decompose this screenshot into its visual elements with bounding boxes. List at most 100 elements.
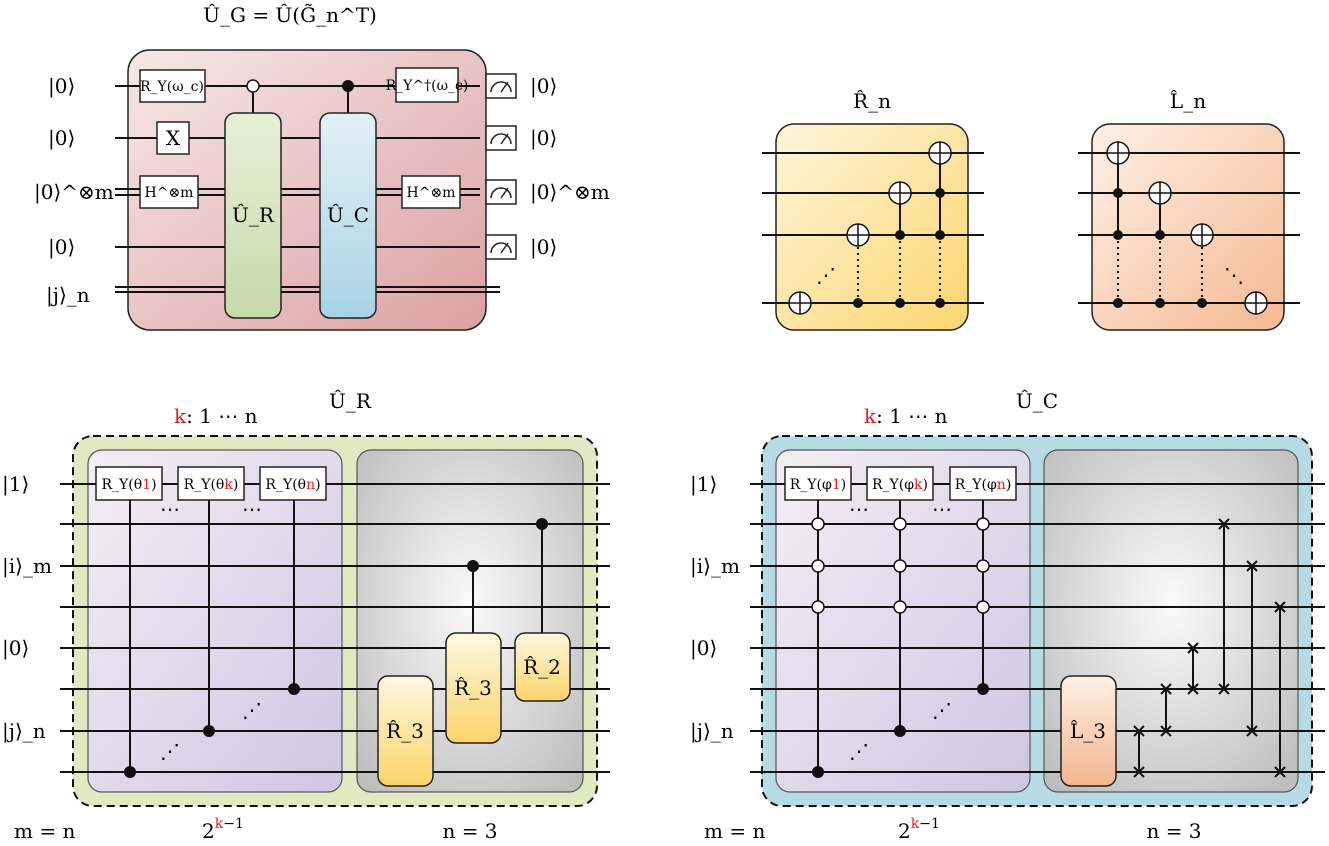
ug-circuit: Û_G = Û(G̃_n^T) |0⟩ |0⟩ |0⟩^⊗m |0⟩ |j⟩_n… <box>34 2 610 331</box>
cnot-target-icon <box>928 141 952 165</box>
ur-title: Û_R <box>329 388 372 413</box>
uc-open-controls <box>811 517 990 614</box>
ur-loop-block <box>87 449 343 793</box>
uc-l3-gate: L̂_3 <box>1060 675 1117 787</box>
ug-h-gate-2 <box>401 175 461 209</box>
ug-input-5: |j⟩_n <box>46 283 90 308</box>
uc-input-3: |0⟩ <box>690 636 717 661</box>
uc-input-1: |1⟩ <box>690 472 717 497</box>
ug-ry-gate <box>139 69 206 103</box>
ur-r3-gate-2: R̂_3 <box>445 632 502 744</box>
ug-h-label-2: H^⊗m <box>407 185 456 201</box>
svg-text:R̂_3: R̂_3 <box>386 719 424 743</box>
ur-diag-dots-1: ⋰ <box>242 698 262 722</box>
uc-ry-gate-k: R_Y(φk) <box>866 466 934 501</box>
uc-diag-dots-1: ⋰ <box>932 698 952 722</box>
uc-footer-right: n = 3 <box>1146 819 1201 843</box>
ug-output-1: |0⟩ <box>530 74 557 99</box>
ur-footer-mid: 2k−1 <box>202 816 244 843</box>
rn-frame <box>775 123 969 331</box>
rn-title: R̂_n <box>853 89 891 113</box>
rn-dots: ⋰ <box>816 263 836 287</box>
svg-text:R_Y(φk): R_Y(φk) <box>872 477 928 493</box>
svg-text:R_Y(φn): R_Y(φn) <box>955 477 1012 493</box>
ug-uc-gate <box>319 112 377 319</box>
ug-output-3: |0⟩^⊗m <box>530 180 610 205</box>
meter-icon <box>485 234 517 260</box>
ur-input-3: |0⟩ <box>2 636 29 661</box>
ur-ellipsis-2: ⋯ <box>242 497 262 521</box>
uc-title: Û_C <box>1016 388 1058 413</box>
ur-ry-gate-k: R_Y(θk) <box>177 466 245 501</box>
cnot-target-icon <box>1190 223 1214 247</box>
uc-ry-gate-n: R_Y(φn) <box>949 466 1017 501</box>
ug-title: Û_G = Û(G̃_n^T) <box>203 2 377 27</box>
ug-x-label: X <box>166 126 181 150</box>
meter-icon <box>485 179 517 205</box>
ur-ry-gate-n: R_Y(θn) <box>259 466 327 501</box>
ug-ry-dagger-label: R_Y^†(ω_c) <box>386 78 469 94</box>
uc-ry-gate-1: R_Y(φ1) <box>784 466 852 501</box>
uc-input-2: |i⟩_m <box>690 554 740 579</box>
ug-input-3: |0⟩^⊗m <box>34 180 114 205</box>
cnot-target-icon <box>788 291 812 315</box>
ur-loop: k: 1 ⋯ n <box>174 404 258 428</box>
ln-dots: ⋱ <box>1224 263 1244 287</box>
ur-footer-right: n = 3 <box>442 819 497 843</box>
ug-x-gate <box>156 121 190 155</box>
ug-open-control <box>246 79 260 93</box>
svg-text:R_Y(θn): R_Y(θn) <box>265 477 320 493</box>
ug-filled-control <box>342 80 354 92</box>
ur-ry-gate-1: R_Y(θ1) <box>95 466 163 501</box>
ug-output-4: |0⟩ <box>530 235 557 260</box>
uc-ellipsis-1: ⋯ <box>849 497 869 521</box>
uc-circuit: Û_C k: 1 ⋯ n |1⟩ |i⟩_m |0⟩ |j⟩_n R <box>690 388 1325 843</box>
rn-circuit: R̂_n ⋰ <box>762 89 984 331</box>
uc-footer-mid: 2k−1 <box>898 816 940 843</box>
svg-text:R_Y(θk): R_Y(θk) <box>184 477 239 493</box>
svg-text:R_Y(θ1): R_Y(θ1) <box>101 477 156 493</box>
ug-ur-gate <box>224 112 282 319</box>
ug-ry-dagger-gate <box>395 67 459 103</box>
ur-input-1: |1⟩ <box>2 472 29 497</box>
ur-diag-dots-2: ⋰ <box>160 739 180 763</box>
ln-frame <box>1091 123 1285 331</box>
ug-ur-label: Û_R <box>232 202 275 227</box>
cnot-target-icon <box>1148 181 1172 205</box>
ug-meters <box>485 73 517 260</box>
ug-input-1: |0⟩ <box>48 74 75 99</box>
ug-h-gate-1 <box>139 175 199 209</box>
ug-ry-label: R_Y(ω_c) <box>140 79 204 95</box>
meter-icon <box>485 73 517 99</box>
ug-input-2: |0⟩ <box>48 126 75 151</box>
uc-diag-dots-2: ⋰ <box>849 739 869 763</box>
ur-footer-left: m = n <box>14 819 75 843</box>
uc-footer-left: m = n <box>704 819 765 843</box>
ln-title: L̂_n <box>1170 89 1206 113</box>
ur-circuit: Û_R k: 1 ⋯ n |1⟩ |i⟩_m |0⟩ |j⟩_n R_Y(θ1) <box>2 388 610 843</box>
svg-text:R_Y(φ1): R_Y(φ1) <box>790 477 846 493</box>
ug-h-label-1: H^⊗m <box>145 185 194 201</box>
uc-loop: k: 1 ⋯ n <box>864 404 948 428</box>
uc-input-4: |j⟩_n <box>690 719 734 744</box>
cnot-target-icon <box>1106 141 1130 165</box>
ug-uc-label: Û_C <box>327 202 369 227</box>
ur-input-2: |i⟩_m <box>2 554 52 579</box>
svg-text:R̂_2: R̂_2 <box>523 655 561 679</box>
ur-ellipsis-1: ⋯ <box>160 497 180 521</box>
ur-r2-gate: R̂_2 <box>514 632 571 702</box>
ln-circuit: L̂_n ⋱ <box>1078 89 1300 331</box>
ur-r3-gate-1: R̂_3 <box>377 675 434 787</box>
cnot-target-icon <box>1244 291 1268 315</box>
meter-icon <box>485 125 517 151</box>
cnot-target-icon <box>888 181 912 205</box>
uc-ellipsis-2: ⋯ <box>932 497 952 521</box>
cnot-target-icon <box>846 223 870 247</box>
ug-input-4: |0⟩ <box>48 235 75 260</box>
swap-icon <box>1133 518 1286 778</box>
svg-text:L̂_3: L̂_3 <box>1070 719 1106 743</box>
ur-input-4: |j⟩_n <box>2 719 46 744</box>
uc-loop-block <box>775 449 1031 793</box>
ug-output-2: |0⟩ <box>530 126 557 151</box>
